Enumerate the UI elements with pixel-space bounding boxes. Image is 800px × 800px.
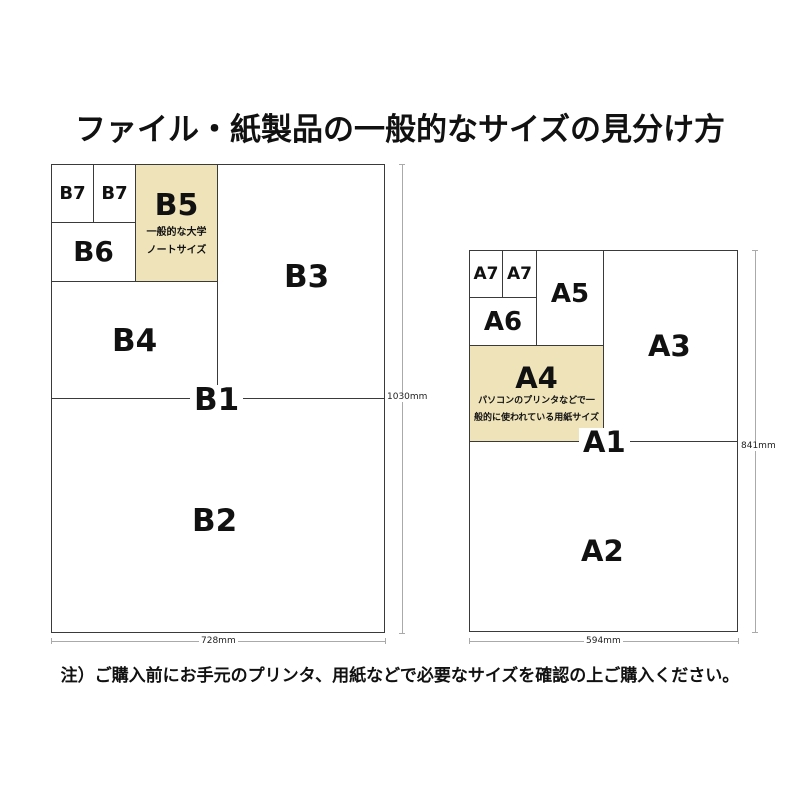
a-height-dimension-line: [755, 250, 756, 632]
a1-label: A1: [579, 428, 630, 457]
b2-label: B2: [192, 503, 238, 539]
a-height-tick-bottom: [752, 632, 758, 633]
b7-right-cell: B7: [93, 164, 136, 223]
b1-label: B1: [190, 385, 244, 416]
b5-note-line2: ノートサイズ: [146, 244, 207, 256]
b-width-tick-left: [51, 638, 52, 644]
a3-label: A3: [648, 329, 691, 363]
b7-left-cell: B7: [51, 164, 94, 223]
b7-right-label: B7: [101, 182, 128, 204]
b-height-tick-bottom: [399, 633, 405, 634]
a-width-tick-right: [738, 638, 739, 644]
a5-label: A5: [550, 279, 590, 309]
b-height-dimension-label: 1030mm: [385, 392, 430, 402]
a7-right-cell: A7: [502, 250, 537, 298]
a-height-dimension-label: 841mm: [739, 441, 778, 451]
a-width-dimension-label: 594mm: [584, 636, 623, 646]
b7-left-label: B7: [59, 182, 86, 204]
a4-label: A4: [515, 361, 558, 395]
a-height-tick-top: [752, 250, 758, 251]
b5-cell: B5 一般的な大学 ノートサイズ: [135, 164, 218, 282]
b-height-tick-top: [399, 164, 405, 165]
a7-left-label: A7: [473, 263, 499, 284]
a7-right-label: A7: [507, 263, 532, 284]
a4-cell: A4 パソコンのプリンタなどで一 般的に使われている用紙サイズ: [469, 345, 604, 442]
b3-label: B3: [284, 259, 330, 295]
b5-note-line1: 一般的な大学: [146, 226, 207, 238]
a2-label: A2: [581, 534, 624, 568]
a5-cell: A5: [536, 250, 604, 346]
page-title: ファイル・紙製品の一般的なサイズの見分け方: [74, 112, 726, 148]
a6-cell: A6: [469, 297, 537, 346]
b5-label: B5: [154, 187, 199, 223]
a7-left-cell: A7: [469, 250, 503, 298]
b-width-tick-right: [385, 638, 386, 644]
a4-note-line2: 般的に使われている用紙サイズ: [473, 413, 599, 423]
a-width-tick-left: [469, 638, 470, 644]
a4-note-line1: パソコンのプリンタなどで一: [478, 396, 595, 406]
purchase-note: 注）ご購入前にお手元のプリンタ、用紙などで必要なサイズを確認の上ご購入ください。: [60, 666, 740, 686]
b6-label: B6: [73, 235, 114, 268]
b4-label: B4: [112, 323, 158, 359]
a6-label: A6: [483, 306, 523, 337]
b-width-dimension-label: 728mm: [199, 636, 238, 646]
b6-cell: B6: [51, 222, 136, 282]
